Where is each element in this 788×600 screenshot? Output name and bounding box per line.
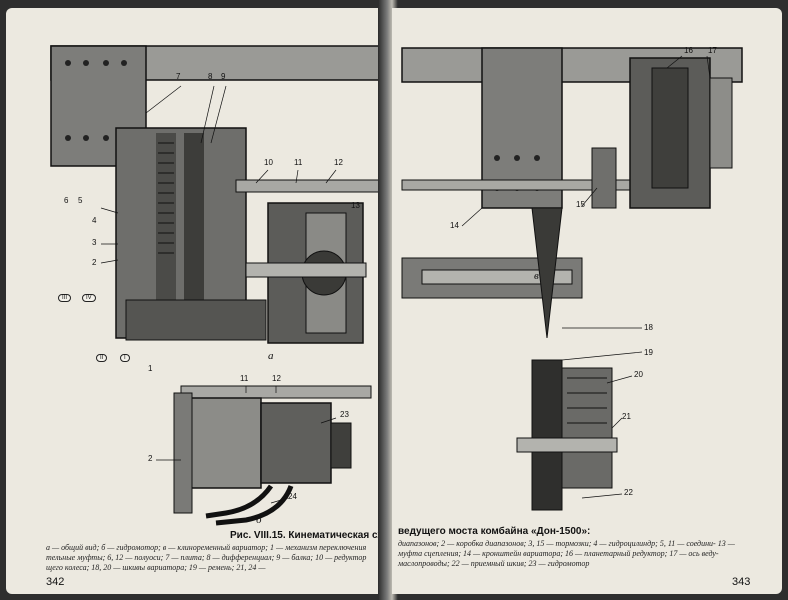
callout-4: 4 — [92, 216, 97, 225]
page-number-left: 342 — [46, 576, 65, 588]
callout-14: 14 — [450, 221, 459, 230]
callout-12b: 12 — [272, 374, 281, 383]
callout-2: 2 — [92, 258, 97, 267]
callout-9: 9 — [221, 72, 226, 81]
callout-2b: 2 — [148, 454, 153, 463]
callout-18: 18 — [644, 323, 653, 332]
callout-11b: 11 — [240, 374, 249, 383]
callout-15: 15 — [576, 200, 585, 209]
figure-legend-left: а — общий вид; б — гидромотор; в — клино… — [46, 543, 367, 572]
sublabel-v: в — [534, 270, 539, 282]
callout-16: 16 — [684, 46, 693, 55]
callout-20: 20 — [634, 370, 643, 379]
callout-11: 11 — [294, 158, 303, 167]
callout-17: 17 — [708, 46, 717, 55]
page-number-right: 343 — [732, 576, 751, 588]
left-figure-drawing — [50, 45, 386, 526]
callout-12: 12 — [334, 158, 343, 167]
right-figure-drawing — [401, 47, 743, 511]
gear-badge-iii: III — [58, 294, 72, 302]
callout-6: 6 — [64, 196, 69, 205]
callout-13: 13 — [351, 201, 360, 210]
left-page: 7 8 9 10 11 12 13 6 5 4 3 2 1 11 12 23 2… — [6, 8, 386, 594]
sublabel-a: а — [268, 350, 274, 362]
callout-23: 23 — [340, 410, 349, 419]
gear-badge-ii: II — [96, 354, 108, 362]
callout-22: 22 — [624, 488, 633, 497]
right-page: 16 17 14 15 18 19 20 21 22 в ведущего мо… — [392, 8, 782, 594]
callout-7: 7 — [176, 72, 181, 81]
callout-19: 19 — [644, 348, 653, 357]
gear-badge-i: I — [120, 354, 130, 362]
figure-title-right: ведущего моста комбайна «Дон-1500»: — [398, 526, 591, 537]
callout-3: 3 — [92, 238, 97, 247]
callout-10: 10 — [264, 158, 273, 167]
callout-21: 21 — [622, 412, 631, 421]
callout-1: 1 — [148, 364, 153, 373]
callout-5: 5 — [78, 196, 83, 205]
sublabel-b: б — [256, 514, 262, 526]
callout-8: 8 — [208, 72, 213, 81]
figure-title-left: Рис. VIII.15. Кинематическая схема — [230, 530, 386, 541]
callout-24: 24 — [288, 492, 297, 501]
gear-badge-iv: IV — [82, 294, 96, 302]
figure-legend-right: диапазонов; 2 — коробка диапазонов; 3, 1… — [398, 539, 735, 568]
